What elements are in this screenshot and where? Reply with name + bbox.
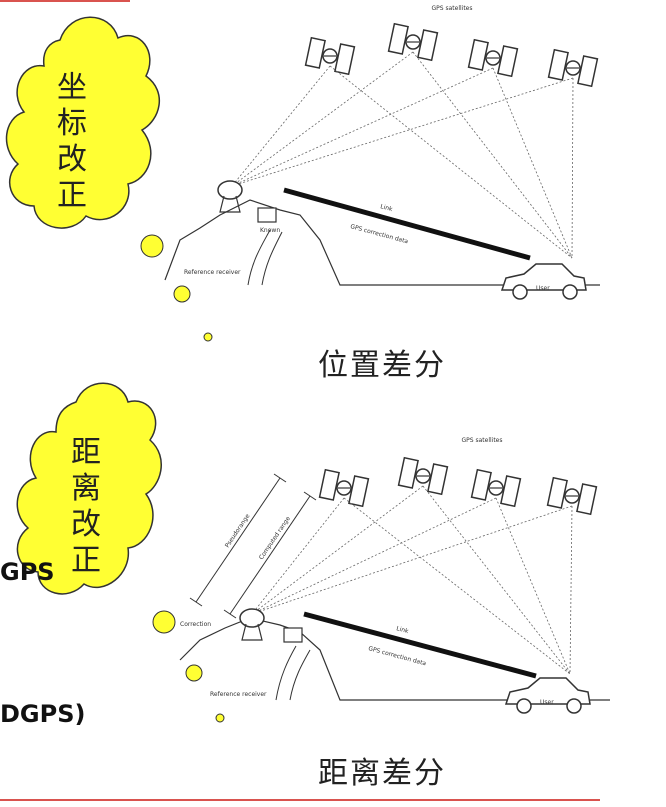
range-brackets	[189, 473, 317, 619]
user-label: User	[540, 699, 554, 706]
bubble-large	[140, 234, 164, 258]
range-differential-caption: 距离差分	[318, 756, 446, 791]
terrain	[179, 617, 610, 701]
constellation-label: GPS satellites	[461, 437, 502, 444]
top-diagram: GPS satellites Known Reference recei	[5, 5, 600, 342]
computed-range-label: Computed range	[258, 515, 292, 561]
bottom-cloud-label: 距离改正	[66, 435, 106, 579]
position-differential-caption: 位置差分	[318, 348, 446, 383]
constellation-label: GPS satellites	[431, 5, 472, 12]
link-label: Link	[379, 203, 393, 213]
radio-link-beam	[303, 611, 537, 679]
satellite-icon	[304, 36, 356, 76]
top-cloud-text: 坐标改正	[57, 70, 87, 213]
radio-link-beam	[283, 187, 531, 261]
user-label: User	[536, 285, 550, 292]
signal-lines-reference	[231, 51, 574, 187]
bubble-medium	[185, 664, 203, 682]
bottom-cloud	[16, 382, 162, 595]
satellite-icon	[470, 468, 522, 508]
left-text-fragment: GPS	[0, 558, 55, 586]
bottom-accent-line	[0, 799, 600, 801]
satellite-icon	[387, 22, 439, 62]
signal-lines-user	[329, 51, 574, 259]
correction-data-label: GPS correction data	[367, 645, 427, 667]
satellite-icon	[318, 468, 370, 508]
transmitter-box	[257, 207, 277, 223]
satellite-icon	[546, 476, 598, 516]
bottom-cloud-text: 距离改正	[71, 435, 101, 578]
bubble-small	[203, 332, 213, 342]
bubble-small	[215, 713, 225, 723]
signal-lines-user	[343, 485, 573, 675]
top-cloud-label: 坐标改正	[52, 70, 92, 214]
correction-label: Correction	[180, 621, 211, 628]
reference-receiver-label: Reference receiver	[210, 691, 267, 698]
reference-dish-icon	[217, 180, 243, 213]
left-text-fragment: DGPS)	[0, 700, 86, 728]
transmitter-box	[283, 627, 303, 643]
correction-data-label: GPS correction data	[349, 223, 409, 245]
signal-lines-reference	[251, 485, 573, 615]
top-accent-line	[0, 0, 130, 2]
satellite-icon	[547, 48, 599, 88]
satellite-icon	[397, 456, 449, 496]
known-position-label: Known	[260, 227, 280, 234]
road	[275, 645, 311, 701]
user-vehicle-icon	[501, 263, 587, 300]
bubble-medium	[173, 285, 191, 303]
bottom-diagram: GPS satellites Ps	[16, 382, 610, 723]
road	[247, 229, 283, 286]
link-label: Link	[395, 625, 409, 635]
reference-dish-icon	[239, 608, 265, 641]
satellite-icon	[467, 38, 519, 78]
bubble-large	[152, 610, 176, 634]
top-cloud	[5, 16, 161, 229]
pseudorange-label: Pseudorange	[224, 513, 252, 550]
user-vehicle-icon	[505, 677, 591, 714]
reference-receiver-label: Reference receiver	[184, 269, 241, 276]
terrain	[164, 199, 600, 286]
